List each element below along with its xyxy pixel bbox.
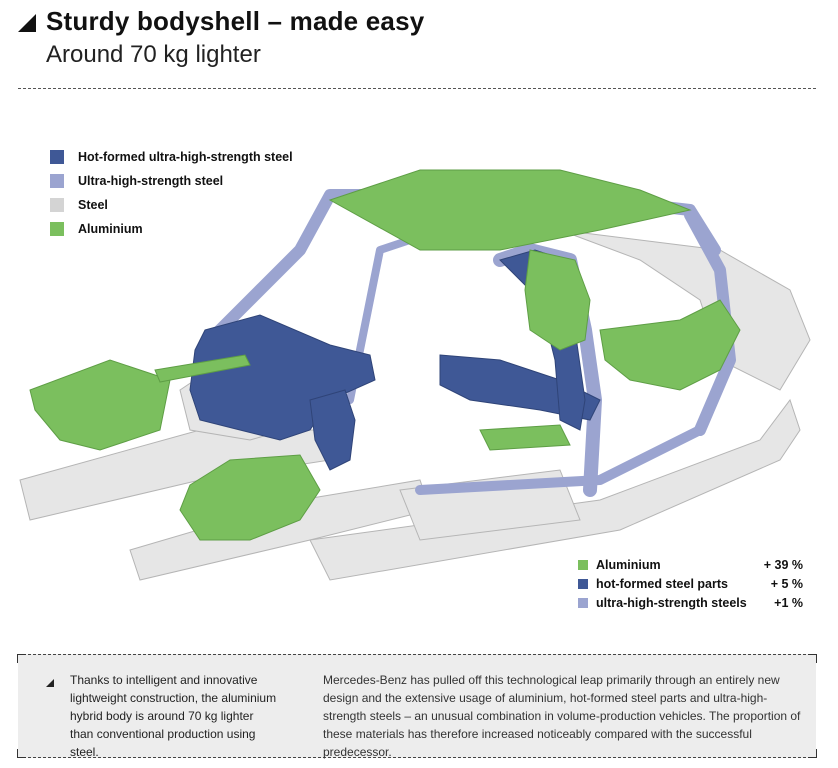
legend-label: Ultra-high-strength steel bbox=[78, 174, 224, 188]
legend-item-hot-formed: Hot-formed ultra-high-strength steel bbox=[50, 145, 293, 169]
aluminium-parts bbox=[29, 169, 741, 541]
info-box: Thanks to intelligent and innovative lig… bbox=[17, 654, 817, 759]
stat-label: ultra-high-strength steels bbox=[596, 595, 747, 610]
header-divider bbox=[18, 88, 816, 89]
stat-label: hot-formed steel parts bbox=[596, 576, 728, 591]
legend: Hot-formed ultra-high-strength steel Ult… bbox=[50, 145, 293, 241]
stat-row-ultra-high-strength: ultra-high-strength steels +1 % bbox=[578, 593, 803, 612]
front-shock-tower bbox=[29, 359, 171, 451]
legend-label: Aluminium bbox=[78, 222, 143, 236]
legend-item-ultra-high-strength: Ultra-high-strength steel bbox=[50, 169, 293, 193]
swatch-ultra-high-strength bbox=[50, 174, 64, 188]
corner-mark bbox=[17, 749, 26, 758]
corner-mark bbox=[808, 749, 817, 758]
floor-brace bbox=[479, 424, 571, 451]
stat-value: +1 % bbox=[774, 595, 803, 610]
corner-mark bbox=[17, 654, 26, 663]
material-increase-stats: Aluminium + 39 % hot-formed steel parts … bbox=[578, 555, 803, 612]
page-subtitle: Around 70 kg lighter bbox=[46, 41, 261, 68]
stat-label: Aluminium bbox=[596, 557, 661, 572]
title-triangle-icon bbox=[18, 13, 36, 32]
front-crossmember bbox=[179, 454, 321, 541]
header: Sturdy bodyshell – made easy Around 70 k… bbox=[18, 6, 818, 69]
rear-panel bbox=[524, 249, 591, 351]
stat-row-hot-formed: hot-formed steel parts + 5 % bbox=[578, 574, 803, 593]
rear-shelf bbox=[599, 299, 741, 391]
swatch-steel bbox=[50, 198, 64, 212]
page-title: Sturdy bodyshell – made easy bbox=[46, 6, 425, 36]
stat-swatch-ultra-high-strength bbox=[578, 597, 588, 608]
corner-mark bbox=[808, 654, 817, 663]
stat-value: + 39 % bbox=[763, 557, 803, 572]
bodyshell-illustration bbox=[19, 169, 811, 581]
legend-label: Hot-formed ultra-high-strength steel bbox=[78, 150, 293, 164]
stat-value: + 5 % bbox=[770, 576, 803, 591]
swatch-hot-formed bbox=[50, 150, 64, 164]
legend-label: Steel bbox=[78, 198, 108, 212]
stat-row-aluminium: Aluminium + 39 % bbox=[578, 555, 803, 574]
info-summary: Thanks to intelligent and innovative lig… bbox=[70, 673, 277, 759]
info-triangle-icon bbox=[46, 679, 54, 687]
info-detail: Mercedes-Benz has pulled off this techno… bbox=[323, 673, 801, 759]
stat-swatch-hot-formed bbox=[578, 578, 588, 589]
stat-swatch-aluminium bbox=[578, 559, 588, 570]
swatch-aluminium bbox=[50, 222, 64, 236]
roof-panel bbox=[328, 169, 692, 251]
legend-item-aluminium: Aluminium bbox=[50, 217, 293, 241]
title-row: Sturdy bodyshell – made easy bbox=[18, 6, 818, 37]
strut-brace bbox=[154, 354, 251, 383]
legend-item-steel: Steel bbox=[50, 193, 293, 217]
